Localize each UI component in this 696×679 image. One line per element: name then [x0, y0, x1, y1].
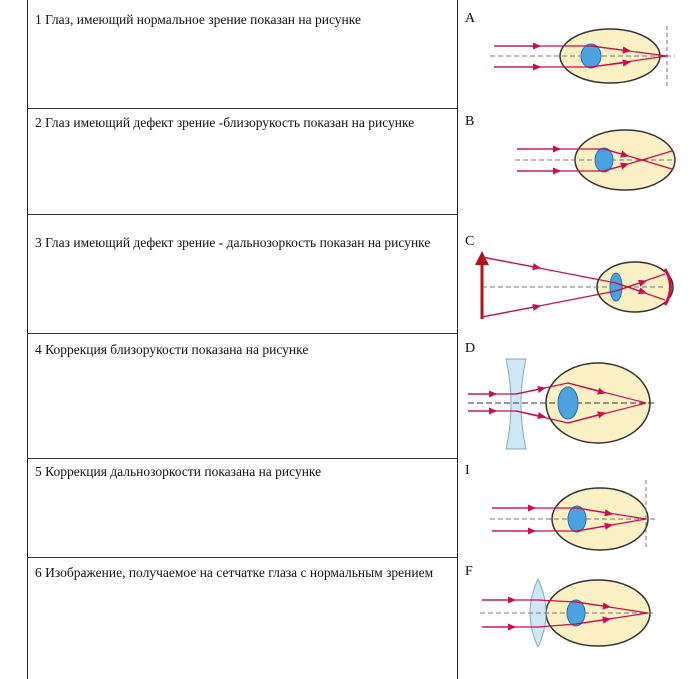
row-divider [27, 557, 457, 558]
eye-diagram-c [460, 245, 696, 325]
question-3-text: 3 Глаз имеющий дефект зрение - дальнозор… [35, 235, 431, 250]
row-divider [27, 333, 457, 334]
table-left-border [27, 0, 28, 679]
question-1-text: 1 Глаз, имеющий нормальное зрение показа… [35, 12, 361, 27]
question-2-text: 2 Глаз имеющий дефект зрение -близорукос… [35, 115, 415, 130]
question-6-text: 6 Изображение, получаемое на сетчатке гл… [35, 565, 434, 580]
table-column-divider [457, 0, 458, 679]
eye-diagram-b [460, 125, 696, 197]
figure-label-a: A [465, 11, 476, 26]
figure-label-b: B [465, 114, 475, 129]
row-divider [27, 214, 457, 215]
question-4-text: 4 Коррекция близорукости показана на рис… [35, 342, 309, 357]
eye-diagram-d [460, 355, 696, 455]
eye-diagram-f [460, 575, 696, 660]
eye-diagram-a [460, 20, 696, 90]
row-divider [27, 458, 457, 459]
figure-label-i: I [465, 463, 470, 478]
figure-label-f: F [465, 564, 473, 579]
figure-label-c: C [465, 234, 475, 249]
row-divider [27, 108, 457, 109]
figure-label-d: D [465, 341, 476, 356]
question-5-text: 5 Коррекция дальнозоркости показана на р… [35, 464, 322, 479]
eye-diagram-i [460, 478, 696, 553]
